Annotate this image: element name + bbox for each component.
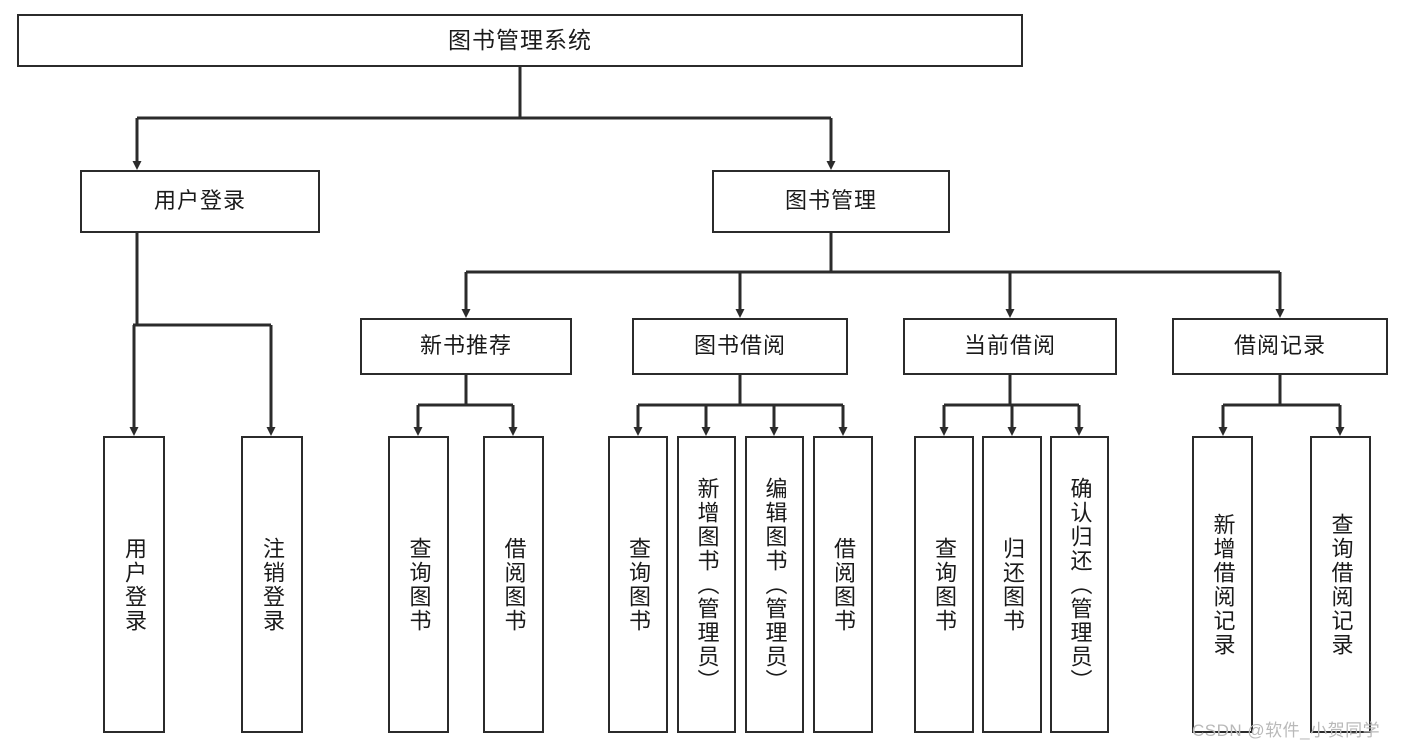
node-borrow-record[interactable]: 借阅记录 (1172, 318, 1388, 375)
leaf-add-book-admin[interactable]: 新增图书（管理员） (677, 436, 736, 733)
node-root-book-management-system[interactable]: 图书管理系统 (17, 14, 1023, 67)
node-label: 查询借阅记录 (1328, 512, 1354, 657)
node-label: 图书管理 (784, 188, 877, 214)
leaf-user-login[interactable]: 用户登录 (103, 436, 165, 733)
node-label: 确认归还（管理员） (1067, 476, 1093, 693)
node-label: 查询图书 (406, 536, 432, 633)
node-label: 查询图书 (625, 536, 651, 633)
leaf-borrow-book[interactable]: 借阅图书 (813, 436, 873, 733)
node-new-book-recommend[interactable]: 新书推荐 (360, 318, 572, 375)
node-label: 图书管理系统 (448, 26, 592, 53)
leaf-query-borrow-record[interactable]: 查询借阅记录 (1310, 436, 1371, 733)
leaf-confirm-return-admin[interactable]: 确认归还（管理员） (1050, 436, 1109, 733)
node-label: 借阅图书 (501, 536, 527, 633)
leaf-edit-book-admin[interactable]: 编辑图书（管理员） (745, 436, 804, 733)
leaf-return-book[interactable]: 归还图书 (982, 436, 1042, 733)
node-label: 注销登录 (259, 536, 285, 633)
node-label: 用户登录 (153, 188, 246, 214)
leaf-query-book-borrow[interactable]: 查询图书 (608, 436, 668, 733)
node-label: 用户登录 (121, 536, 147, 633)
node-label: 借阅记录 (1233, 333, 1326, 359)
node-label: 查询图书 (931, 536, 957, 633)
node-label: 借阅图书 (830, 536, 856, 633)
leaf-add-borrow-record[interactable]: 新增借阅记录 (1192, 436, 1253, 733)
leaf-query-book-recommend[interactable]: 查询图书 (388, 436, 449, 733)
node-label: 图书借阅 (693, 333, 786, 359)
node-book-management[interactable]: 图书管理 (712, 170, 950, 233)
node-current-borrow[interactable]: 当前借阅 (903, 318, 1117, 375)
node-label: 新增借阅记录 (1210, 512, 1236, 657)
leaf-logout-login[interactable]: 注销登录 (241, 436, 303, 733)
node-label: 归还图书 (999, 536, 1025, 633)
node-label: 当前借阅 (963, 333, 1056, 359)
node-book-borrow[interactable]: 图书借阅 (632, 318, 848, 375)
node-label: 编辑图书（管理员） (762, 476, 788, 693)
node-label: 新增图书（管理员） (694, 476, 720, 693)
node-user-login[interactable]: 用户登录 (80, 170, 320, 233)
leaf-query-book-current[interactable]: 查询图书 (914, 436, 974, 733)
leaf-borrow-book-recommend[interactable]: 借阅图书 (483, 436, 544, 733)
node-label: 新书推荐 (419, 333, 512, 359)
csdn-watermark: CSDN @软件_小贺同学 (1192, 721, 1381, 740)
